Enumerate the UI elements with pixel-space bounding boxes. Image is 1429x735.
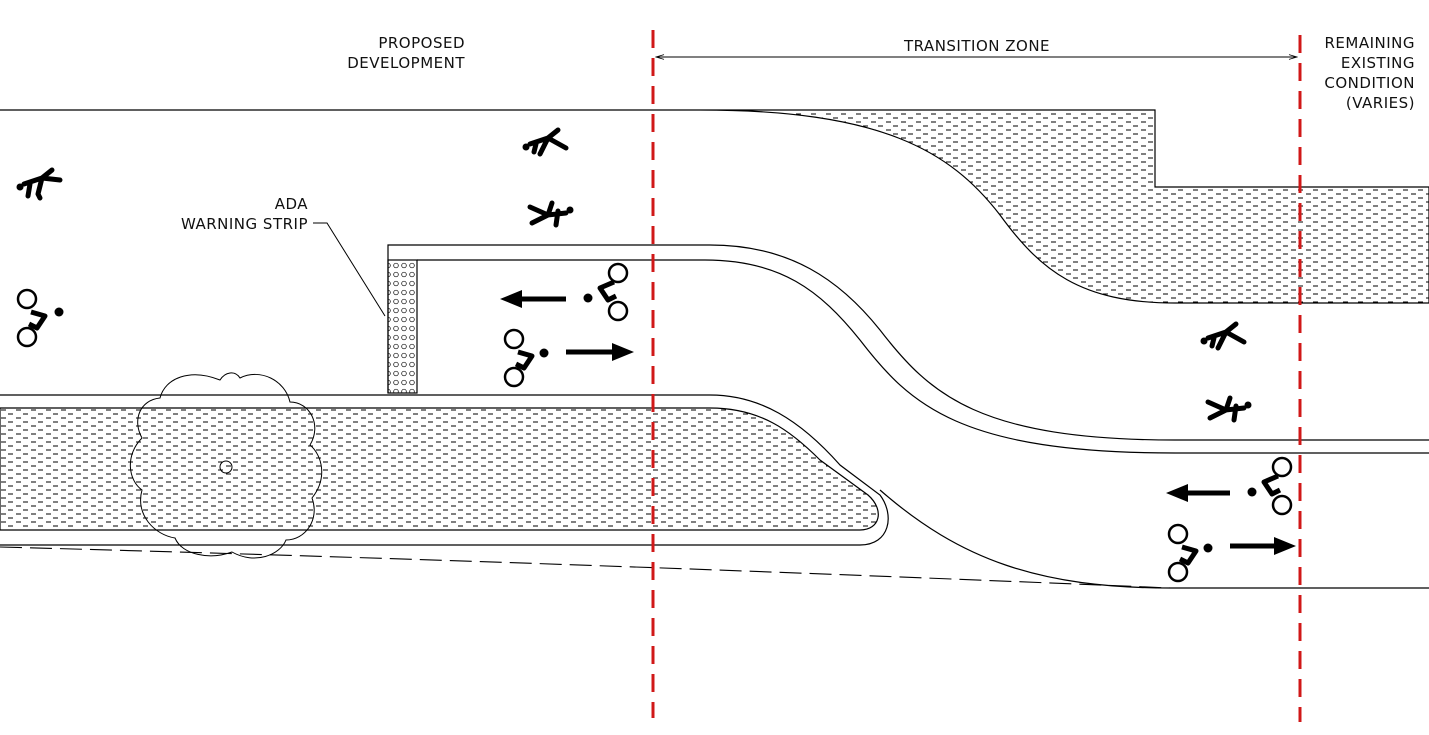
remaining-label-line1: REMAINING [1324,34,1415,52]
bicycle-icon [583,262,629,322]
lower-planting-strip [0,407,879,531]
bicycle-icon [1167,523,1213,583]
bike-lane-separator-inner [417,259,1429,454]
ada-warning-strip-label: ADA WARNING STRIP [140,194,308,234]
remaining-label-line3: CONDITION [1324,74,1415,92]
bicycle-icon [1247,456,1293,516]
bicycle-icon [503,328,549,388]
ada-label-line1: ADA [274,195,308,213]
remaining-label-line4: (VARIES) [1345,94,1415,112]
ada-leader-line [313,222,386,317]
arrow-right-icon [566,343,634,361]
proposed-label-line1: PROPOSED [378,34,465,52]
bike-lane-separator-outer [387,244,1429,441]
tree-canopy [129,372,323,559]
arrow-left-icon [1166,484,1230,502]
remaining-label-line2: EXISTING [1340,54,1415,72]
ada-warning-strip [387,259,418,394]
transition-zone-label: TRANSITION ZONE [903,37,1051,55]
upper-planting-strip [699,109,1429,304]
proposed-development-label: PROPOSED DEVELOPMENT [300,33,465,73]
roadway-edge [879,489,1429,589]
proposed-label-line2: DEVELOPMENT [347,54,465,72]
remaining-existing-condition-label: REMAINING EXISTING CONDITION (VARIES) [1300,33,1415,113]
bike-lane-bottom-edge [0,394,889,546]
pedestrian-icon [1205,395,1252,423]
pedestrian-icon [522,127,569,157]
pedestrian-icon [527,200,574,228]
ada-label-line2: WARNING STRIP [180,215,308,233]
pedestrian-icon [1200,321,1247,351]
arrow-right-icon [1230,537,1296,555]
pedestrian-icon [16,167,63,201]
arrow-left-icon [500,290,566,308]
bicycle-icon [16,288,64,348]
existing-curb-dashed-line [0,546,1171,589]
